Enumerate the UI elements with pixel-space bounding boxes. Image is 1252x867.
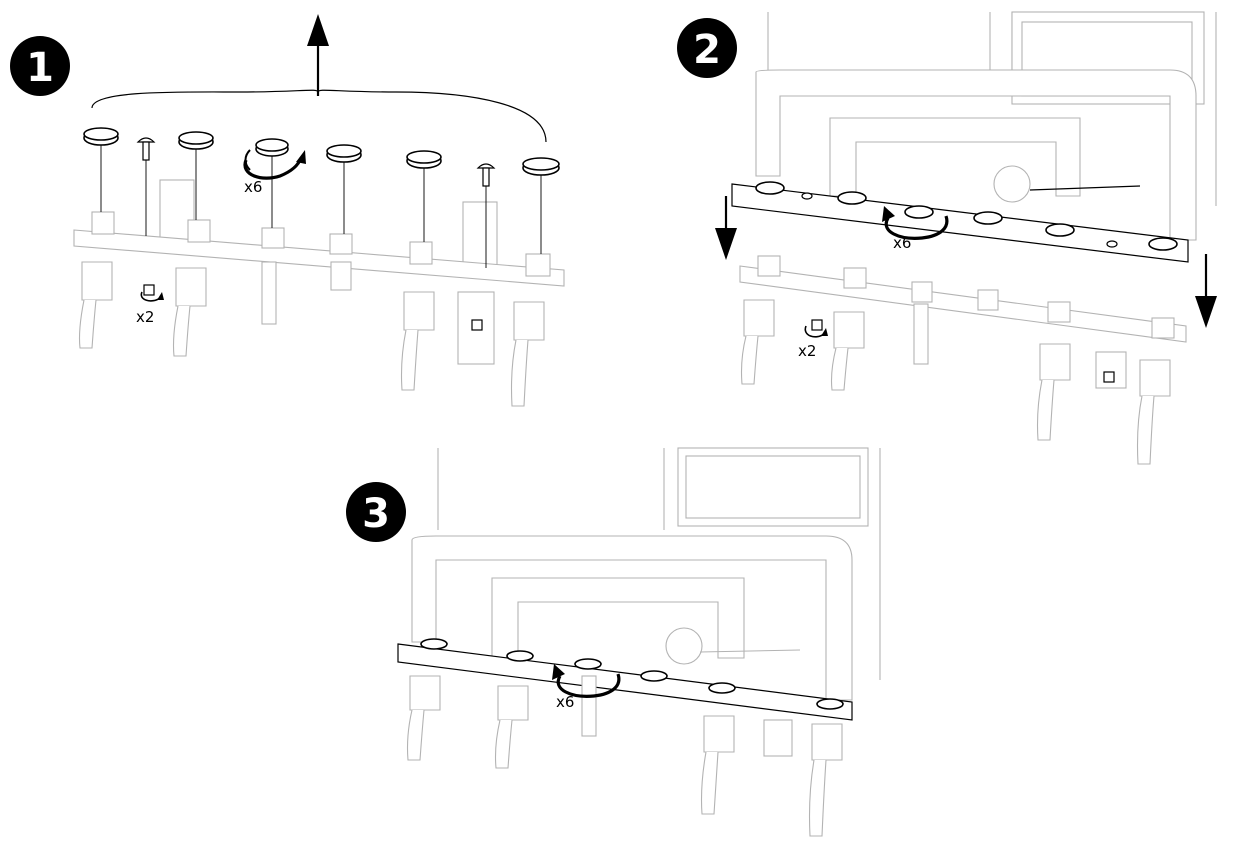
multiplier-label: x6: [244, 178, 262, 196]
removal-brace: [91, 89, 547, 143]
bracket-screw: [136, 137, 496, 268]
rotate-arrow-icon: [882, 206, 949, 240]
step-3-panel: 3: [346, 447, 881, 837]
threaded-connector: [757, 255, 1175, 339]
step-3-badge: 3: [346, 482, 406, 542]
multiplier-label: x6: [556, 693, 574, 711]
union-nut: [83, 127, 560, 254]
down-arrow-icon: [715, 196, 737, 260]
multiplier-label: x2: [798, 342, 816, 360]
down-arrow-icon: [1195, 254, 1217, 328]
rotate-arrow-icon: [140, 291, 164, 302]
manifold-rail: [397, 643, 853, 721]
boiler-unit: [411, 447, 881, 701]
hex-nut: [143, 284, 483, 331]
svg-text:1: 1: [26, 45, 54, 91]
multiplier-label: x2: [136, 308, 154, 326]
sensor-wire: [1029, 185, 1141, 191]
step-2-badge: 2: [677, 18, 737, 78]
manifold-rail: [73, 229, 565, 287]
union-nut: [755, 181, 1178, 251]
step-1-panel: 1: [10, 14, 565, 407]
ball-valve: [78, 261, 545, 407]
sensor-wire: [699, 649, 801, 653]
screw-hole: [801, 192, 1118, 248]
step-1-badge: 1: [10, 36, 70, 96]
rotate-arrow-icon: [243, 149, 306, 180]
boiler-unit: [755, 11, 1217, 241]
pipe-stub: [261, 261, 352, 325]
manifold-rail: [731, 183, 1189, 263]
union-nut: [420, 638, 844, 710]
threaded-connector: [91, 211, 551, 277]
multiplier-label: x6: [893, 234, 911, 252]
hex-nut: [811, 319, 1115, 383]
rotate-arrow-icon: [804, 325, 828, 338]
rotate-arrow-icon: [552, 664, 621, 698]
manifold-rail: [739, 265, 1187, 343]
svg-text:2: 2: [693, 27, 721, 73]
ball-valve: [406, 675, 843, 837]
ball-valve: [740, 299, 1171, 465]
svg-text:3: 3: [362, 491, 390, 537]
step-2-panel: 2: [677, 11, 1217, 465]
up-arrow-icon: [307, 14, 329, 96]
